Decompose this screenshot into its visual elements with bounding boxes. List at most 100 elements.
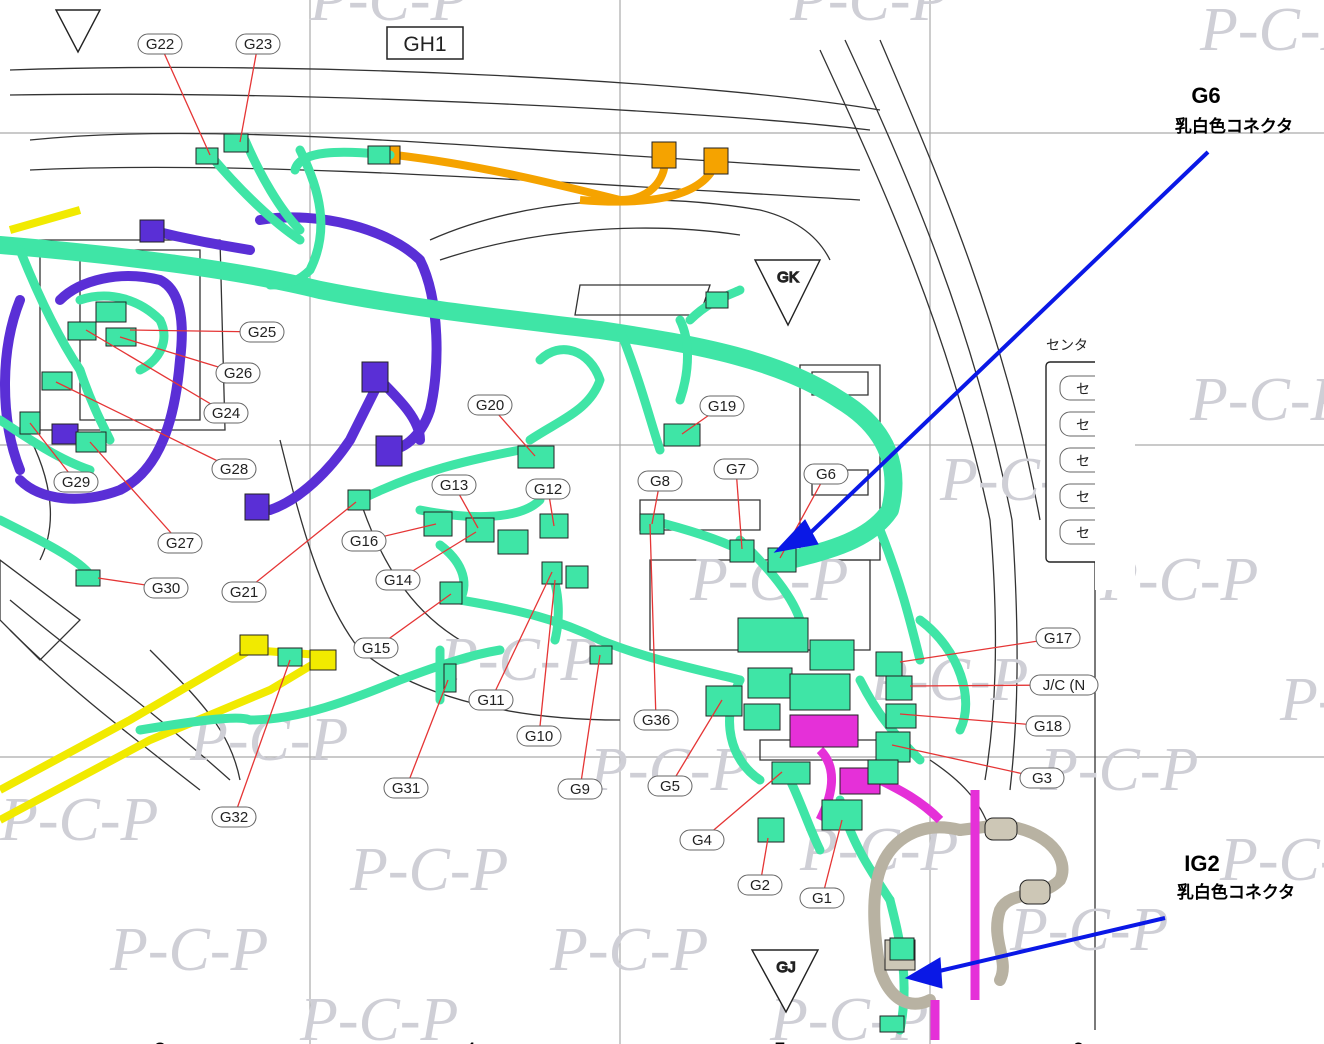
connector-label-text: G32 [220,809,248,826]
connector-label-text: G12 [534,481,562,498]
connector-label-text: G26 [224,365,252,382]
watermark: P-C-P [349,836,508,904]
callout-arrows [773,150,1210,989]
leader-line [821,819,843,899]
connector-label-text: G9 [570,781,590,798]
purple-connectors [51,219,403,521]
leader-line [669,699,723,787]
leader-line [159,43,211,156]
connector-label: G10 [516,725,562,747]
connector-label-text: G5 [660,778,680,795]
connector-label-text: G7 [726,461,746,478]
connector-label: G3 [1019,767,1065,789]
green-connectors [19,133,917,1033]
connector-label-text: G15 [362,640,390,657]
connector-label: G36 [633,709,679,731]
yellow-connectors [239,634,337,671]
connector-label-text: G25 [248,324,276,341]
leader-line [490,571,553,701]
gh1-box: GH1 [386,26,464,60]
watermark: P-C-P [1009,896,1168,964]
connector-label-text: G3 [1032,770,1052,787]
connector-label: G27 [157,532,203,554]
watermark: P-C-P [1199,0,1324,64]
column-numbers: 3 4 5 6 [154,1038,1084,1044]
leader-line [243,501,357,593]
connector-label: G17 [1035,627,1081,649]
connector-label: J/C (N [1029,674,1099,696]
connector-label-text: G28 [220,461,248,478]
g6-callout-subtitle: 乳白色コネクタ [1175,116,1293,136]
connector-label-text: G22 [146,36,174,53]
connector-label: G9 [557,778,603,800]
connector-label: G8 [637,470,683,492]
column-number: 3 [154,1038,166,1044]
connector-label-text: G36 [642,712,670,729]
connector-label-text: G16 [350,533,378,550]
connector-label-text: G6 [816,466,836,483]
g6-callout-title: G6 [1191,83,1220,108]
connector-label-text: G30 [152,580,180,597]
connector-label-text: J/C (N [1043,677,1086,694]
connector-label-text: G27 [166,535,194,552]
connector-label: G12 [525,478,571,500]
connector-label: G21 [221,581,267,603]
watermark: P-C-P [109,916,268,984]
leader-line [405,679,449,789]
leader-line [579,654,601,790]
magenta-connectors [789,714,881,795]
connector-label-text: G21 [230,584,258,601]
connector-label-text: G29 [62,474,90,491]
connector-label-text: G14 [384,572,412,589]
leader-line [233,659,291,818]
ig2-callout-title: IG2 [1184,851,1219,876]
watermark: P-C-P [0,786,158,854]
ground-point-gj: GJ [750,949,820,1014]
side-table-header: センタ [1046,338,1088,354]
column-number: 5 [774,1038,786,1044]
connector-label-text: G13 [440,477,468,494]
watermark: P-C-P [789,0,948,34]
leader-line [735,468,743,550]
dashboard-outline [0,39,1096,1030]
connector-label: G32 [211,806,257,828]
connector-label: G16 [341,530,387,552]
connector-label: G31 [383,777,429,799]
connector-label: G5 [647,775,693,797]
connector-label: G14 [375,569,421,591]
connector-label: G19 [699,395,745,417]
connector-label-text: G24 [212,405,240,422]
svg-text:GJ: GJ [776,959,795,976]
watermark: P-C-P [549,916,708,984]
connector-label: G4 [679,829,725,851]
ig2-callout-subtitle: 乳白色コネクタ [1177,882,1295,902]
leader-line [701,771,783,841]
leader-lines [29,43,1065,899]
connector-label: G7 [713,458,759,480]
green-branches [0,135,971,1035]
connector-label-text: G23 [244,36,272,53]
gh1-label: GH1 [403,33,446,56]
leader-line [649,523,657,721]
connector-label-text: G11 [477,692,504,709]
connector-label-text: G19 [708,398,736,415]
leader-line [538,579,556,737]
orange-harness [381,141,729,206]
leader-line [899,637,1059,663]
connector-label: G29 [53,471,99,493]
connector-label-text: G10 [525,728,553,745]
connector-label-text: G2 [750,877,770,894]
connector-label: G25 [239,321,285,343]
watermark: P-C-P [1279,666,1324,734]
connector-label: G26 [215,362,261,384]
connector-label: G1 [799,887,845,909]
callout-texts: G6 乳白色コネクタ IG2 乳白色コネクタ [1175,83,1295,902]
connector-label: G28 [211,458,257,480]
watermark: P-C-P [1219,826,1324,894]
ground-point-top-left [54,9,102,54]
connector-label: G13 [431,474,477,496]
connector-label-text: G8 [650,473,670,490]
column-number: 6 [1072,1038,1084,1044]
connector-label: G2 [737,874,783,896]
watermark: P-C-P [1039,736,1198,804]
